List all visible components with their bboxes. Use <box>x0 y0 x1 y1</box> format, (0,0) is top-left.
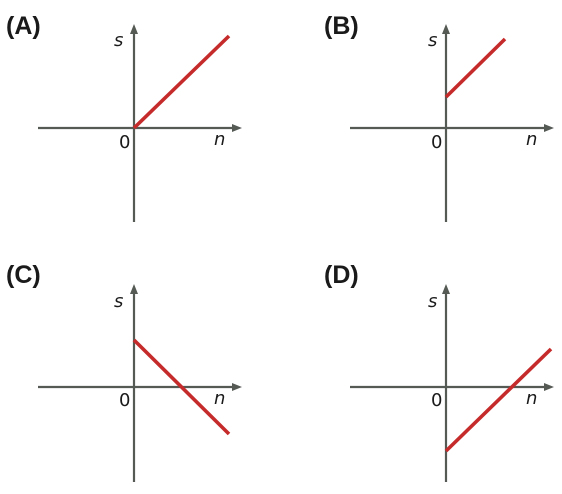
graph-line <box>132 338 231 436</box>
graph-line <box>444 347 553 453</box>
x-axis-arrow <box>232 383 242 391</box>
panel-label: (C) <box>6 261 41 289</box>
y-axis-arrow <box>130 284 138 294</box>
panel-d: (D) s n 0 <box>324 261 554 482</box>
origin-label: 0 <box>119 132 130 153</box>
x-axis-label: n <box>526 129 537 150</box>
y-axis-label: s <box>114 30 123 51</box>
y-axis-label: s <box>428 291 437 312</box>
y-axis-arrow <box>130 24 138 34</box>
x-axis-label: n <box>526 388 537 409</box>
graph-line <box>132 34 231 130</box>
y-axis-arrow <box>442 284 450 294</box>
y-axis-label: s <box>114 291 123 312</box>
panel-label: (B) <box>324 12 359 40</box>
panel-label: (A) <box>6 12 41 40</box>
origin-label: 0 <box>431 390 442 411</box>
panel-b: (B) s n 0 <box>324 12 554 222</box>
panel-a: (A) s n 0 <box>6 12 242 222</box>
x-axis-arrow <box>544 124 554 132</box>
panel-label: (D) <box>324 261 359 289</box>
graph-line <box>444 37 507 99</box>
y-axis-arrow <box>442 24 450 34</box>
origin-label: 0 <box>119 390 130 411</box>
origin-label: 0 <box>431 132 442 153</box>
x-axis-arrow <box>544 383 554 391</box>
x-axis-arrow <box>232 124 242 132</box>
x-axis-label: n <box>214 129 225 150</box>
panel-c: (C) s n 0 <box>6 261 242 482</box>
y-axis-label: s <box>428 30 437 51</box>
x-axis-label: n <box>214 388 225 409</box>
